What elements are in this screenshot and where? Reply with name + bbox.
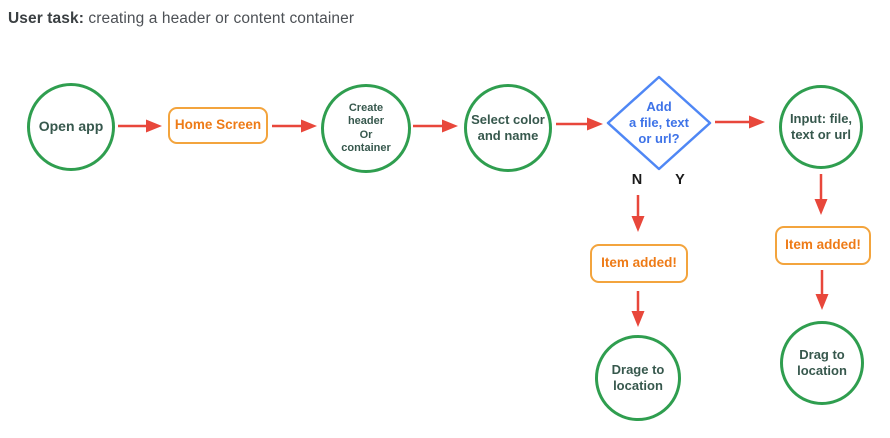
decision-diamond-shape <box>606 75 712 171</box>
node-item-added-no-branch: Item added! <box>590 244 688 283</box>
node-drag-to-location: Drag to location <box>780 321 864 405</box>
node-open-app: Open app <box>27 83 115 171</box>
node-drage-to-location: Drage to location <box>595 335 681 421</box>
node-select-color-and-name: Select color and name <box>464 84 552 172</box>
node-item-added-yes-branch: Item added! <box>775 226 871 265</box>
page-title: User task: creating a header or content … <box>8 10 354 28</box>
branch-label-y: Y <box>675 172 685 188</box>
page-title-prefix: User task: <box>8 10 84 27</box>
page-title-text: creating a header or content container <box>83 10 355 27</box>
node-input-file-text-url: Input: file, text or url <box>779 85 863 169</box>
branch-label-n: N <box>631 172 643 188</box>
decision-add-file-text-url-label: Add a file, text or url? <box>629 98 689 147</box>
node-create-header-or-container: Create header Or container <box>321 84 411 173</box>
node-home-screen: Home Screen <box>168 107 268 144</box>
